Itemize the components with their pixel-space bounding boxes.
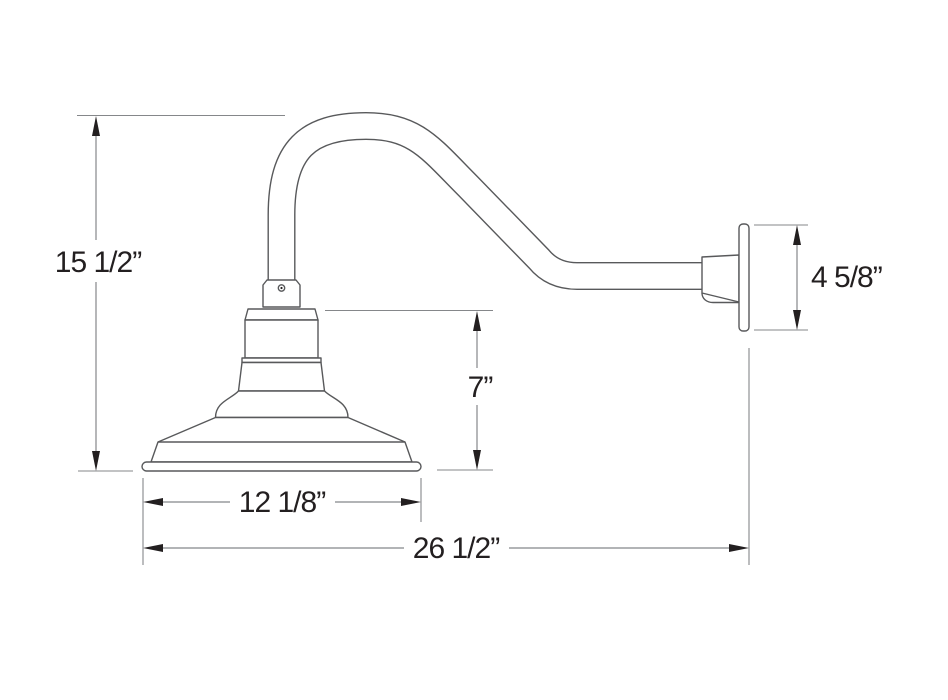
arrowhead-up bbox=[793, 225, 801, 245]
neck bbox=[237, 308, 326, 392]
swivel-coupler bbox=[262, 279, 301, 308]
bracket-skirt bbox=[701, 292, 739, 304]
dim-overall-height: 15 1/2” bbox=[55, 114, 285, 472]
dim-shade-assembly-height: 7” bbox=[325, 309, 493, 471]
wall-mount bbox=[701, 223, 750, 332]
shade bbox=[141, 390, 422, 472]
dim-shade-diameter-label: 12 1/8” bbox=[239, 486, 325, 519]
wall-backplate bbox=[738, 223, 750, 332]
arrowhead-up bbox=[92, 116, 100, 136]
arrowhead-down bbox=[473, 450, 481, 470]
gooseneck-arm-fill bbox=[268, 113, 710, 300]
dim-wall-plate-height: 4 5/8” bbox=[754, 224, 883, 331]
dim-overall-height-label: 15 1/2” bbox=[55, 246, 141, 279]
arrowhead-left bbox=[143, 544, 163, 552]
neck-lower bbox=[237, 361, 326, 392]
arrowhead-right bbox=[729, 544, 749, 552]
dim-overall-projection: 26 1/2” bbox=[143, 348, 750, 565]
dim-shade-diameter: 12 1/8” bbox=[142, 478, 422, 565]
dim-wall-plate-height-label: 4 5/8” bbox=[811, 261, 882, 294]
arrowhead-right bbox=[401, 498, 421, 506]
arrowhead-left bbox=[143, 498, 163, 506]
neck-upper bbox=[244, 319, 319, 359]
arrowhead-down bbox=[92, 451, 100, 471]
dim-overall-projection-label: 26 1/2” bbox=[413, 532, 499, 565]
shade-rim bbox=[141, 461, 422, 472]
mount-bracket bbox=[701, 254, 740, 303]
neck-cap bbox=[244, 308, 319, 321]
shade-shoulder bbox=[214, 390, 349, 419]
shade-body bbox=[150, 416, 413, 463]
set-screw-center bbox=[280, 286, 283, 290]
coupler-body bbox=[262, 279, 301, 308]
arrowhead-up bbox=[473, 311, 481, 331]
arrowhead-down bbox=[793, 310, 801, 330]
dim-shade-assembly-height-label: 7” bbox=[468, 371, 493, 404]
gooseneck-arm bbox=[267, 111, 710, 300]
